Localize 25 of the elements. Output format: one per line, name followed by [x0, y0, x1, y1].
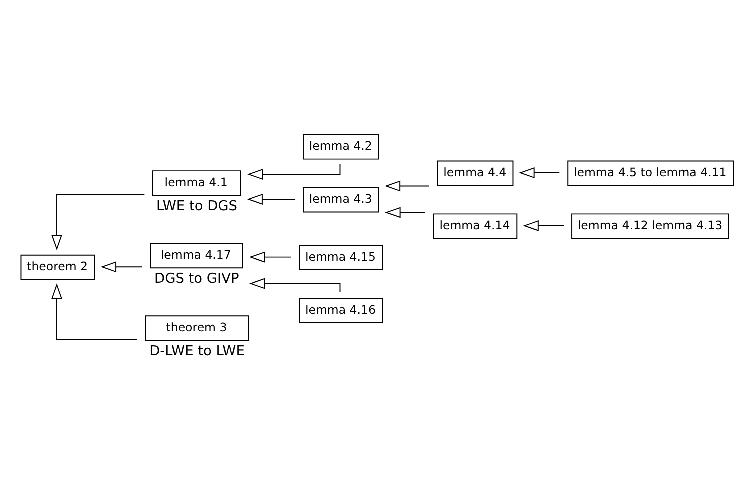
node-box: lemma 4.4 — [437, 160, 514, 186]
arrow — [100, 261, 143, 272]
node-box: lemma 4.12 lemma 4.13 — [572, 213, 730, 239]
node-box: lemma 4.16 — [299, 297, 384, 323]
arrow — [249, 251, 292, 262]
arrow — [247, 194, 296, 204]
node-box: lemma 4.17 — [150, 242, 244, 268]
node-box: lemma 4.3 — [303, 186, 380, 212]
arrow — [247, 163, 341, 180]
node-box: lemma 4.5 to lemma 4.11 — [568, 160, 734, 186]
arrow — [52, 194, 146, 250]
node-box: theorem 2 — [20, 254, 96, 280]
arrow — [384, 180, 430, 192]
node-box: theorem 3 — [145, 315, 250, 341]
node-box: lemma 4.14 — [433, 213, 518, 239]
arrow — [52, 283, 138, 340]
arrow — [519, 167, 560, 178]
node-box: lemma 4.15 — [299, 244, 384, 270]
arrow — [385, 206, 426, 218]
node-label: DGS to GIVP — [154, 270, 240, 286]
node-box: lemma 4.1 — [152, 170, 242, 196]
arrow — [523, 220, 564, 231]
node-label: D-LWE to LWE — [150, 343, 245, 360]
node-label: LWE to DGS — [156, 198, 238, 214]
node-box: lemma 4.2 — [303, 134, 380, 160]
